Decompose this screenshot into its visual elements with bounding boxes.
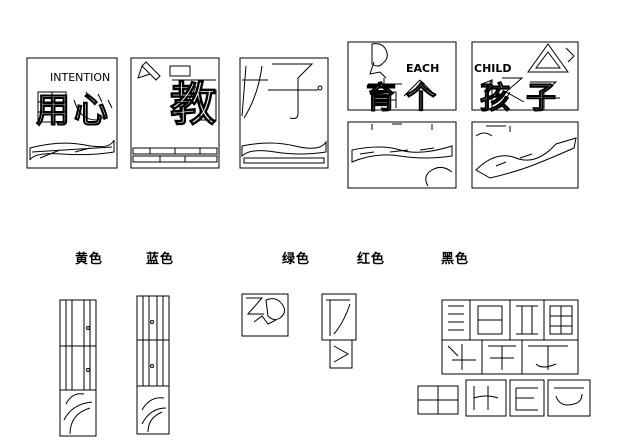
panel-6 (347, 121, 457, 189)
glyph-outline-jiao (169, 65, 217, 121)
intention-text: INTENTION (50, 71, 111, 84)
panel-1 (26, 57, 118, 169)
label-green: 绿色 (282, 252, 311, 267)
label-blue: 蓝色 (146, 252, 175, 267)
label-black: 黑色 (441, 252, 470, 267)
big-glyph-ge: 个 (406, 81, 437, 116)
glyph-outline-ge (403, 79, 437, 108)
big-glyph-xin: 心 (74, 91, 108, 131)
big-glyph-yong: 用 (36, 91, 70, 131)
glyph-outline-hai (481, 77, 525, 109)
big-glyph-yu: 育 (366, 81, 396, 116)
glyph-outline-yu (368, 78, 402, 108)
big-glyph-hai: 孩 (480, 81, 510, 116)
blue-column (136, 295, 170, 435)
triangle-logo-icon (527, 43, 569, 73)
label-red: 红色 (357, 252, 386, 267)
panel-5 (471, 41, 579, 112)
panel-7 (471, 121, 579, 189)
black-block (417, 299, 591, 417)
glyph-outline-xin (73, 91, 113, 121)
panel-3 (239, 57, 329, 169)
big-glyph-zi: 子 (526, 81, 556, 116)
pencil-icon (137, 61, 161, 81)
panel-2 (130, 57, 220, 169)
big-glyph-jiao: 教 (170, 77, 216, 131)
yellow-column (59, 299, 97, 437)
child-text: CHILD (474, 62, 512, 75)
glyph-outline-zi (528, 81, 560, 112)
red-panel (321, 293, 357, 369)
each-text: EACH (406, 62, 440, 75)
label-yellow: 黄色 (75, 252, 104, 267)
glyph-outline-hao (241, 63, 318, 119)
green-panel (241, 293, 289, 337)
glyph-outline-yong (37, 91, 67, 123)
panel-4 (347, 41, 457, 111)
figure-icon (369, 43, 388, 79)
